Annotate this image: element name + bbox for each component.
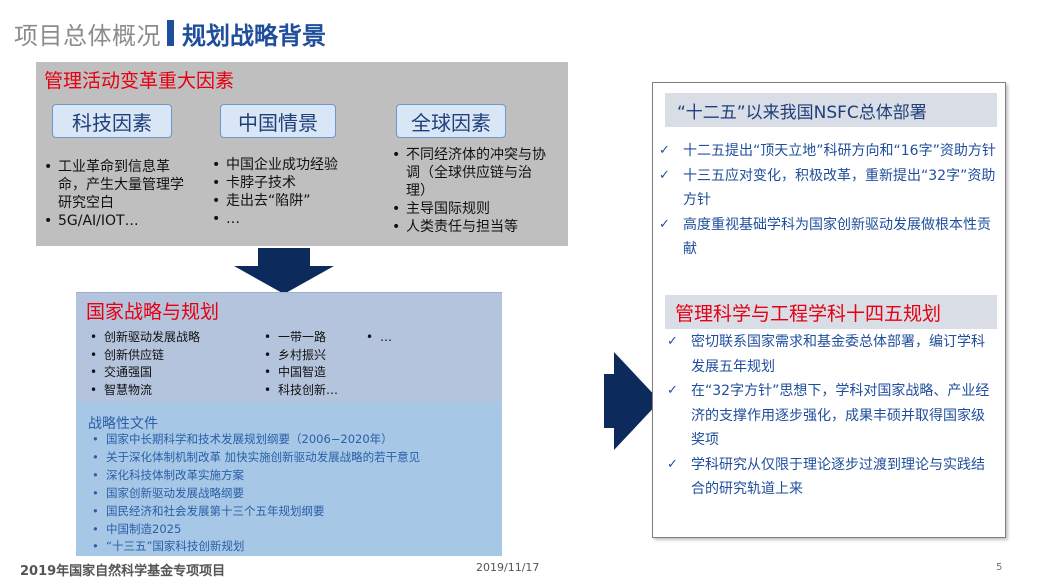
list-item: 创新供应链 [88, 347, 248, 365]
page-number: 5 [996, 562, 1003, 573]
documents-list: 国家中长期科学和技术发展规划纲要（2006−2020年） 关于深化体制机制改革 … [90, 431, 420, 556]
list-item: 中国制造2025 [90, 521, 420, 539]
list-item: 科技创新… [262, 382, 362, 400]
right-arrow-icon [604, 352, 660, 450]
list-item: … [212, 210, 372, 228]
list-item: 智慧物流 [88, 382, 248, 400]
tag-global: 全球因素 [396, 104, 506, 138]
nsfc-heading: “十二五”以来我国NSFC总体部署 [665, 93, 997, 127]
plan-checklist: 密切联系国家需求和基金委总体部署，编订学科发展五年规划 在“32字方针”思想下，… [665, 330, 995, 502]
list-item: “十三五”国家科技创新规划 [90, 538, 420, 556]
footer-date: 2019/11/17 [476, 561, 540, 574]
list-item: 卡脖子技术 [212, 174, 372, 192]
list-item: 一带一路 [262, 329, 362, 347]
list-item: 十二五提出“顶天立地”科研方向和“16字”资助方针 [657, 139, 997, 164]
list-item: 深化科技体制改革实施方案 [90, 467, 420, 485]
section-title: 项目总体概况 [14, 21, 161, 50]
strategy-col-3: … [364, 329, 424, 347]
strategy-col-1: 创新驱动发展战略 创新供应链 交通强国 智慧物流 [88, 329, 248, 399]
china-bullets: 中国企业成功经验 卡脖子技术 走出去“陷阱” … [212, 156, 372, 228]
list-item: 人类责任与担当等 [392, 218, 552, 236]
list-item: 十三五应对变化，积极改革，重新提出“32字”资助方针 [657, 164, 997, 213]
list-item: 创新驱动发展战略 [88, 329, 248, 347]
list-item: 不同经济体的冲突与协调（全球供应链与治理） [392, 146, 552, 200]
nsfc-panel: “十二五”以来我国NSFC总体部署 十二五提出“顶天立地”科研方向和“16字”资… [652, 82, 1006, 538]
list-item: 国家中长期科学和技术发展规划纲要（2006−2020年） [90, 431, 420, 449]
list-item: 关于深化体制机制改革 加快实施创新驱动发展战略的若干意见 [90, 449, 420, 467]
documents-title: 战略性文件 [88, 416, 158, 432]
plan-heading: 管理科学与工程学科十四五规划 [665, 295, 997, 329]
down-arrow-icon [234, 248, 334, 294]
documents-box: 战略性文件 国家中长期科学和技术发展规划纲要（2006−2020年） 关于深化体… [76, 402, 502, 556]
list-item: 主导国际规则 [392, 200, 552, 218]
list-item: 国家创新驱动发展战略纲要 [90, 485, 420, 503]
strategy-title: 国家战略与规划 [86, 301, 220, 323]
tag-china: 中国情景 [220, 104, 336, 138]
list-item: 学科研究从仅限于理论逐步过渡到理论与实践结合的研究轨道上来 [665, 453, 995, 502]
list-item: 密切联系国家需求和基金委总体部署，编订学科发展五年规划 [665, 330, 995, 379]
list-item: 中国智造 [262, 364, 362, 382]
title-divider-bar [167, 20, 174, 46]
page-title: 规划战略背景 [182, 21, 326, 50]
list-item: 中国企业成功经验 [212, 156, 372, 174]
technology-bullets: 工业革命到信息革命，产生大量管理学研究空白 5G/AI/IOT… [44, 158, 194, 230]
list-item: 5G/AI/IOT… [44, 212, 194, 230]
list-item: 在“32字方针”思想下，学科对国家战略、产业经济的支撑作用逐步强化，成果丰硕并取… [665, 379, 995, 453]
nsfc-checklist: 十二五提出“顶天立地”科研方向和“16字”资助方针 十三五应对变化，积极改革，重… [657, 139, 997, 262]
tag-technology: 科技因素 [52, 104, 172, 138]
list-item: 交通强国 [88, 364, 248, 382]
list-item: 乡村振兴 [262, 347, 362, 365]
list-item: 走出去“陷阱” [212, 192, 372, 210]
list-item: 工业革命到信息革命，产生大量管理学研究空白 [44, 158, 194, 212]
page-title-row: 项目总体概况 规划战略背景 [14, 16, 326, 50]
footer-project: 2019年国家自然科学基金专项项目 [20, 564, 226, 579]
list-item: 国民经济和社会发展第十三个五年规划纲要 [90, 503, 420, 521]
strategy-box: 国家战略与规划 创新驱动发展战略 创新供应链 交通强国 智慧物流 一带一路 乡村… [76, 292, 502, 402]
strategy-col-2: 一带一路 乡村振兴 中国智造 科技创新… [262, 329, 362, 399]
global-bullets: 不同经济体的冲突与协调（全球供应链与治理） 主导国际规则 人类责任与担当等 [392, 146, 552, 236]
list-item: … [364, 329, 424, 347]
list-item: 高度重视基础学科为国家创新驱动发展做根本性贡献 [657, 213, 997, 262]
factors-title: 管理活动变革重大因素 [44, 70, 235, 92]
factors-box: 管理活动变革重大因素 科技因素 中国情景 全球因素 工业革命到信息革命，产生大量… [36, 62, 568, 246]
